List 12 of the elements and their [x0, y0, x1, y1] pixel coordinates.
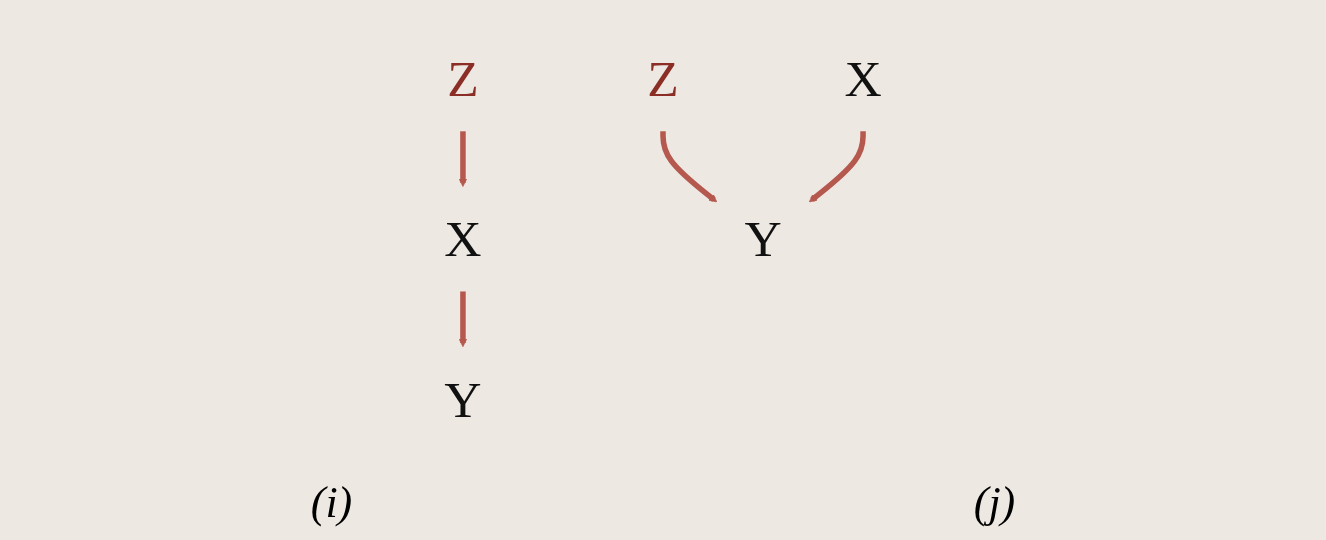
arrow — [458, 130, 467, 187]
node-text: X — [444, 209, 482, 268]
figure-label: (j) — [973, 477, 1016, 528]
arrow — [660, 130, 718, 202]
node-text: Z — [447, 49, 479, 107]
node-text: Y — [444, 370, 482, 428]
node-text: Z — [647, 49, 679, 107]
arrow — [808, 130, 866, 202]
figure-label: (i) — [310, 477, 353, 528]
arrow — [458, 290, 467, 347]
node-text: X — [844, 49, 882, 107]
node-text: Y — [744, 209, 782, 268]
